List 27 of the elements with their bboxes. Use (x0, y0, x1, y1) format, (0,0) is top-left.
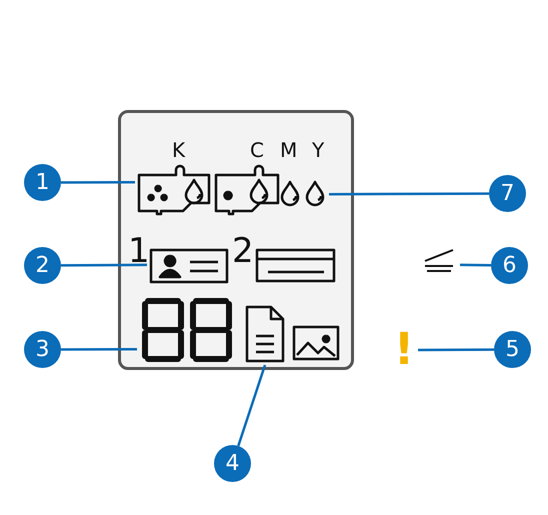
number-label: 2 (232, 234, 254, 268)
callout-number: 5 (494, 331, 531, 368)
ink-color-label: C (250, 140, 264, 160)
callout-number: 6 (491, 247, 528, 284)
warning-mark: ! (394, 326, 414, 374)
leader-line (418, 348, 494, 352)
ink-color-label: K (172, 140, 186, 160)
leader-line (61, 264, 147, 267)
leader-line (61, 181, 135, 184)
document-icon (244, 304, 286, 364)
leader-line (329, 192, 489, 196)
leader-line (61, 348, 137, 351)
callout-number: 2 (24, 247, 61, 284)
ink-cartridge-icon (213, 163, 325, 215)
ink-cartridge-icon (136, 163, 212, 215)
callout-number: 1 (24, 164, 61, 201)
display-panel (118, 110, 354, 370)
ink-color-label: M (280, 140, 298, 160)
ink-color-label: Y (312, 140, 324, 160)
number-label: 1 (128, 234, 150, 268)
leader-line (237, 364, 266, 446)
callout-number: 7 (489, 175, 526, 212)
leader-line (460, 264, 492, 267)
callout-number: 4 (214, 445, 251, 482)
id-card-icon (148, 247, 230, 285)
scanner-icon (422, 247, 456, 275)
callout-number: 3 (24, 331, 61, 368)
